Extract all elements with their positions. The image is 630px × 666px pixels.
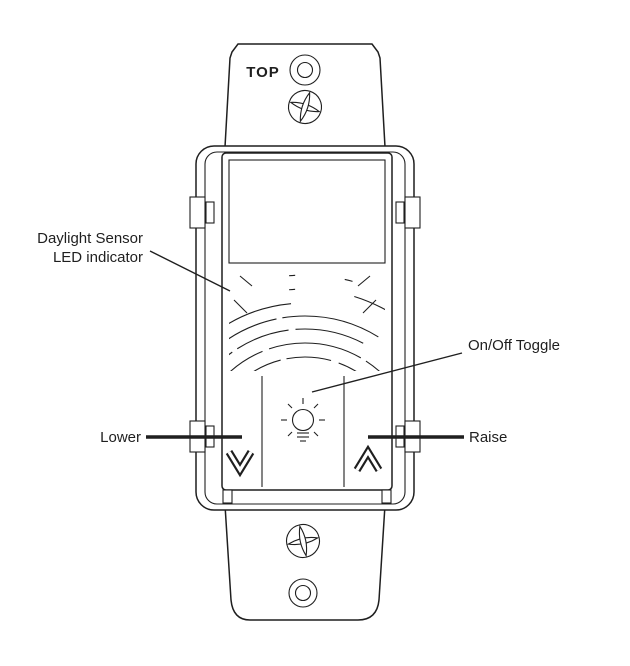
top-screw-icon — [287, 89, 323, 125]
lower-button — [225, 450, 255, 478]
raise-label: Raise — [469, 429, 507, 446]
daylight-sensor-label-line2: LED indicator — [53, 249, 143, 266]
bottom-screw-icon — [285, 523, 321, 559]
fresnel-lens — [229, 274, 385, 371]
clip-right-top — [404, 196, 421, 229]
onoff-toggle-label: On/Off Toggle — [468, 337, 560, 354]
side-clips — [189, 196, 421, 453]
foot-right — [381, 489, 392, 504]
daylight-sensor-window — [228, 159, 386, 264]
raise-button — [353, 444, 383, 472]
foot-left — [222, 489, 233, 504]
top-mounting-strap: TOP — [224, 43, 386, 148]
clip-left-top — [189, 196, 206, 229]
daylight-sensor-label-line1: Daylight Sensor — [37, 230, 143, 247]
bottom-mounting-strap — [224, 504, 386, 621]
sensor-module — [221, 152, 393, 504]
callouts: Daylight Sensor LED indicator On/Off Tog… — [37, 230, 560, 446]
onoff-toggle-button — [281, 398, 325, 442]
leader-daylight-sensor — [149, 250, 231, 292]
top-marking-label: TOP — [246, 64, 280, 81]
leader-onoff-toggle — [311, 352, 463, 393]
lightbulb-icon — [281, 398, 325, 442]
lower-label: Lower — [100, 429, 141, 446]
